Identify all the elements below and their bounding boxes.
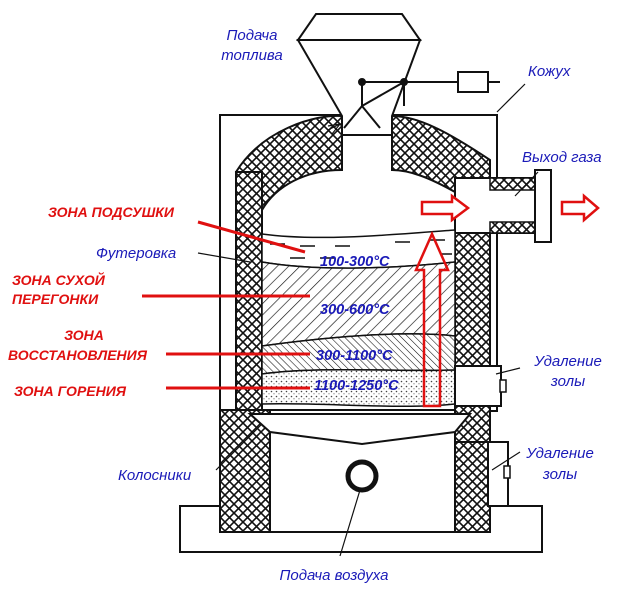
temp-distillation: 300-600°C [320,302,390,318]
temp-reduction: 300-1100°C [316,348,393,364]
ash-box-upper [454,365,502,407]
fuel-feed-label-2: топлива [221,47,283,64]
zone-combustion-label: ЗОНА ГОРЕНИЯ [14,383,127,399]
temp-combustion: 1100-1250°C [314,378,399,394]
leader-ash-2 [491,451,521,471]
zone-reduction-label-2: ВОССТАНОВЛЕНИЯ [8,347,148,363]
zone-distillation-label-2: ПЕРЕГОНКИ [12,291,99,307]
leader-ash-1 [495,367,521,375]
leader-drying [197,220,306,254]
flow-arrow-right-2 [560,193,600,223]
zone-distillation-label-1: ЗОНА СУХОЙ [12,271,106,288]
lining-label: Футеровка [96,245,176,262]
ash-removal-2-label-2: золы [542,466,577,483]
right-base-lining [454,441,491,533]
flow-arrow-right-1 [420,193,471,223]
air-feed-label: Подача воздуха [280,567,389,584]
hopper-valve [343,71,500,129]
gas-outlet-label: Выход газа [522,149,602,166]
leader-grate [215,423,263,471]
grate-label: Колосники [118,467,192,484]
gas-outlet-duct-top [489,177,536,191]
air-inlet [345,459,379,493]
ash-removal-2-label-1: Удаление [525,445,594,462]
leader-casing [496,83,526,113]
zone-reduction-label-1: ЗОНА [64,327,104,343]
gas-outlet-duct-bottom [489,221,536,234]
right-wall-lining [454,217,491,369]
leader-air [339,489,361,557]
leader-lining [197,252,251,263]
ash-removal-1-label-1: Удаление [533,353,602,370]
ash-removal-1-label-2: золы [550,373,585,390]
left-lower-lining [219,409,271,533]
left-wall-lining [235,171,263,413]
fuel-feed-label-1: Подача [227,27,278,44]
temp-drying: 100-300°C [320,254,390,270]
casing-label: Кожух [528,63,571,80]
ash-handle-lower [503,465,511,479]
flow-arrow-up [414,230,450,408]
leader-fuel-tip [327,123,342,135]
gas-outlet-flange [534,169,552,243]
hopper-top [296,13,422,41]
leader-gas-outlet [514,171,539,197]
zone-drying-label: ЗОНА ПОДСУШКИ [48,204,175,220]
ash-handle-upper [499,379,507,393]
leader-fuel [327,123,341,131]
